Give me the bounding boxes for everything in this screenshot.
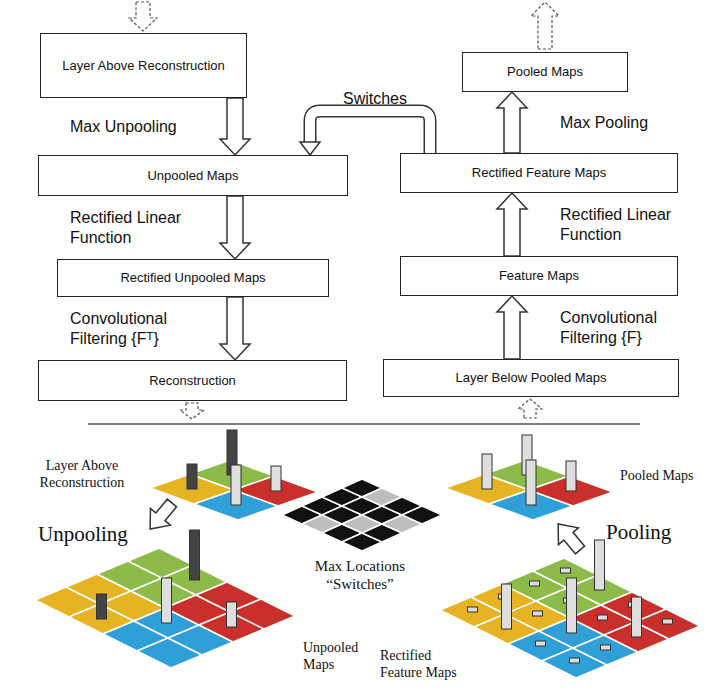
edge-label: Max Unpooling: [70, 117, 215, 137]
edge-label: Max Pooling: [560, 113, 710, 133]
process-box: Rectified Unpooled Maps: [57, 259, 329, 297]
connector: [497, 296, 527, 359]
map-cell: [230, 599, 295, 629]
edge-label: Convolutional Filtering {F}: [560, 308, 710, 348]
dashed-arrow: [531, 2, 559, 49]
switch-pipe: [310, 111, 430, 153]
activation-bar: [227, 602, 237, 627]
hollow-arrow: [140, 495, 182, 538]
process-box: Pooled Maps: [462, 52, 628, 92]
activation-bar: [567, 578, 577, 633]
edge-label: Convolutional Filtering {Fᵀ}: [70, 309, 215, 349]
box-text: Layer Below Pooled Maps: [455, 370, 606, 386]
activation-bar: [97, 594, 107, 619]
activation-bar: [187, 464, 197, 489]
connector: [497, 92, 527, 153]
block-arrow: [220, 297, 250, 360]
connector: [220, 196, 250, 259]
activation-bar: [536, 641, 546, 646]
activation-bar: [526, 460, 536, 505]
edge-label: Rectified Linear Function: [70, 208, 215, 248]
activation-bar: [566, 461, 576, 491]
activation-bar: [663, 619, 673, 624]
activation-bar: [561, 568, 571, 573]
edge-label: Switches: [330, 89, 420, 109]
block-arrow: [497, 296, 527, 359]
activation-bar: [632, 597, 642, 637]
illustration-label: Pooled Maps: [620, 468, 710, 485]
illustration-label: Unpooling: [38, 522, 138, 547]
connector: [220, 297, 250, 360]
process-box: Reconstruction: [38, 360, 347, 401]
dashed-arrow: [518, 399, 542, 418]
switch-pipe: [310, 111, 430, 153]
process-box: Unpooled Maps: [38, 155, 348, 196]
process-box: Layer Below Pooled Maps: [383, 359, 679, 397]
activation-bar: [598, 615, 608, 620]
block-arrow: [497, 193, 527, 256]
dashed-arrow: [129, 2, 157, 31]
activation-bar: [601, 645, 611, 650]
activation-bar: [502, 584, 512, 629]
block-arrow: [220, 98, 250, 155]
activation-bar: [595, 540, 605, 590]
connector: [497, 193, 527, 256]
activation-bar: [570, 658, 580, 663]
activation-bar: [468, 607, 478, 612]
box-text: Layer Above Reconstruction: [62, 58, 225, 74]
activation-bar: [190, 530, 200, 580]
hollow-arrow: [548, 516, 590, 559]
illustration-label: Rectified Feature Maps: [380, 648, 470, 682]
illustration-label: Unpooled Maps: [303, 640, 373, 674]
box-text: Rectified Unpooled Maps: [120, 270, 265, 286]
block-arrow: [497, 92, 527, 153]
activation-bar: [231, 465, 241, 505]
activation-bar: [162, 578, 172, 623]
illustration-label: Max Locations “Switches”: [300, 557, 420, 593]
separator: [88, 423, 640, 425]
process-box: Rectified Feature Maps: [400, 153, 678, 193]
feature-maps: [35, 430, 700, 678]
arrow-head: [300, 142, 320, 155]
block-arrow: [220, 196, 250, 259]
activation-bar: [271, 466, 281, 491]
illustration-label: Pooling: [606, 520, 706, 545]
switch-cell: [402, 506, 442, 524]
activation-bar: [530, 581, 540, 586]
process-box: Layer Above Reconstruction: [40, 33, 247, 98]
illustration-label: Layer Above Reconstruction: [22, 458, 142, 492]
box-text: Unpooled Maps: [147, 168, 238, 184]
box-text: Pooled Maps: [507, 64, 583, 80]
activation-bar: [482, 454, 492, 489]
activation-bar: [533, 611, 543, 616]
edge-label: Rectified Linear Function: [560, 205, 710, 245]
connector: [220, 98, 250, 155]
pooling-arrow: [548, 516, 590, 559]
box-text: Feature Maps: [499, 268, 579, 284]
dashed-arrow: [180, 403, 204, 419]
box-text: Rectified Feature Maps: [472, 165, 606, 181]
map-cell: [635, 609, 700, 639]
unpooling-arrow: [140, 495, 182, 538]
box-text: Reconstruction: [149, 373, 236, 389]
process-box: Feature Maps: [400, 256, 678, 296]
connector: [300, 111, 430, 155]
